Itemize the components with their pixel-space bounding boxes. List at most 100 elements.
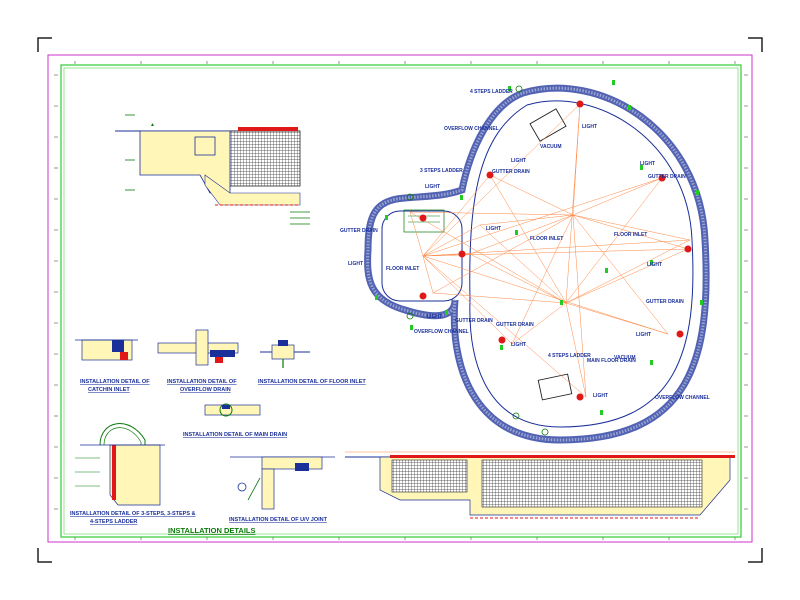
dimension-ray	[469, 253, 567, 304]
detail-ladder	[75, 423, 165, 506]
dimension-ray	[479, 214, 574, 226]
detail-uv-joint	[230, 456, 335, 510]
leader-marker	[700, 300, 703, 305]
long-section	[345, 451, 735, 519]
detail-title-overflow-2: OVERFLOW DRAIN	[180, 387, 231, 393]
inner-frame	[60, 64, 742, 538]
dimension-ray	[489, 174, 574, 216]
leader-marker	[515, 230, 518, 235]
dimension-ray	[422, 255, 587, 398]
leader-marker	[612, 80, 615, 85]
dimension-ray	[572, 214, 691, 241]
light-fitting	[498, 336, 506, 344]
light-fitting	[458, 250, 466, 258]
leader-marker	[460, 195, 463, 200]
dimension-ray	[572, 214, 689, 250]
dimension-ray	[422, 255, 434, 294]
leader-marker	[600, 410, 603, 415]
label-gutter-6: GUTTER DRAIN	[646, 299, 684, 305]
dimension-ray	[409, 211, 574, 216]
light-fitting	[419, 292, 427, 300]
leader-marker	[508, 86, 511, 91]
label-vacuum-top: VACUUM	[540, 144, 562, 150]
dimension-ray	[565, 239, 691, 304]
label-gutter-5: GUTTER DRAIN	[648, 174, 686, 180]
light-fitting	[684, 245, 692, 253]
label-light-1: LIGHT	[582, 124, 597, 130]
detail-title-catchin-1: INSTALLATION DETAIL OF	[80, 379, 150, 385]
plan-labels: 4 STEPS LADDER 3 STEPS LADDER 4 STEPS LA…	[340, 89, 710, 401]
label-ladder-top: 4 STEPS LADDER	[470, 89, 513, 95]
label-light-2: LIGHT	[511, 158, 526, 164]
dimension-ray	[422, 177, 663, 257]
channel-node	[512, 412, 520, 420]
dimension-ray	[422, 224, 481, 257]
dimension-ray	[572, 177, 663, 216]
leader-marker	[640, 165, 643, 170]
label-overflow-left: OVERFLOW CHANNEL	[414, 329, 469, 335]
light-fitting	[576, 100, 584, 108]
detail-title-ladder-1: INSTALLATION DETAIL OF 3-STEPS, 3-STEPS …	[70, 511, 196, 517]
detail-title-ladder-2: 4-STEPS LADDER	[90, 519, 137, 525]
dimension-ray	[422, 239, 691, 257]
dimension-ray	[422, 103, 581, 257]
label-gutter-4: GUTTER DRAIN	[496, 322, 534, 328]
dimension-ray	[565, 302, 587, 398]
light-fitting	[658, 174, 666, 182]
label-light-9: LIGHT	[640, 161, 655, 167]
leader-marker	[650, 260, 653, 265]
leader-marker	[650, 360, 653, 365]
label-ladder-left: 3 STEPS LADDER	[420, 168, 463, 174]
dimension-ray	[469, 214, 574, 255]
dimension-ray	[479, 224, 567, 304]
leader-marker	[375, 295, 378, 300]
pool-plan	[364, 80, 710, 444]
border-ticks	[54, 61, 748, 540]
leader-marker	[445, 310, 448, 315]
dimension-ray	[422, 174, 491, 257]
detail-title-main-drain: INSTALLATION DETAIL OF MAIN DRAIN	[183, 432, 287, 438]
leader-marker	[560, 300, 563, 305]
label-light-10: LIGHT	[647, 262, 662, 268]
dimension-ray	[409, 211, 424, 257]
detail-main-drain	[204, 403, 261, 417]
light-fitting	[576, 393, 584, 401]
dimension-ray	[409, 211, 567, 304]
dimension-ray	[572, 214, 669, 335]
dimension-ray	[511, 302, 567, 345]
detail-title-catchin-2: CATCHIN INLET	[88, 387, 130, 393]
crop-marks	[37, 37, 763, 563]
label-gutter-1: GUTTER DRAIN	[492, 169, 530, 175]
dimension-ray	[565, 177, 663, 304]
label-ladder-bottom: 4 STEPS LADDER	[548, 353, 591, 359]
leader-marker	[628, 105, 631, 110]
detail-title-uv-joint: INSTALLATION DETAIL OF U/V JOINT	[229, 517, 328, 523]
light-fitting	[419, 214, 427, 222]
label-light-5: LIGHT	[348, 261, 363, 267]
dimension-ray	[565, 248, 689, 304]
label-overflow-top: OVERFLOW CHANNEL	[444, 126, 499, 132]
label-floor-inlet-2: FLOOR INLET	[614, 232, 647, 238]
channel-node	[515, 85, 523, 93]
light-fitting	[676, 330, 684, 338]
dimension-ray	[565, 103, 581, 304]
detail-title-overflow-1: INSTALLATION DETAIL OF	[167, 379, 237, 385]
dimension-ray	[511, 214, 574, 345]
label-light-11: LIGHT	[636, 332, 651, 338]
section-detail-top: ▲	[115, 114, 310, 225]
label-floor-inlet-1: FLOOR INLET	[530, 236, 563, 242]
leader-marker	[410, 325, 413, 330]
dimension-ray	[422, 248, 689, 257]
leader-marker	[696, 190, 699, 195]
leader-marker	[385, 215, 388, 220]
light-fitting	[486, 171, 494, 179]
label-overflow-right: OVERFLOW CHANNEL	[655, 395, 710, 401]
svg-text:▲: ▲	[150, 122, 155, 128]
detail-title-floor-inlet: INSTALLATION DETAIL OF FLOOR INLET	[258, 379, 366, 385]
detail-floor-inlet	[260, 340, 310, 368]
label-gutter-2: GUTTER DRAIN	[340, 228, 378, 234]
channel-node	[406, 312, 414, 320]
label-main-drain: MAIN FLOOR DRAIN	[587, 358, 636, 364]
label-light-3: LIGHT	[425, 184, 440, 190]
